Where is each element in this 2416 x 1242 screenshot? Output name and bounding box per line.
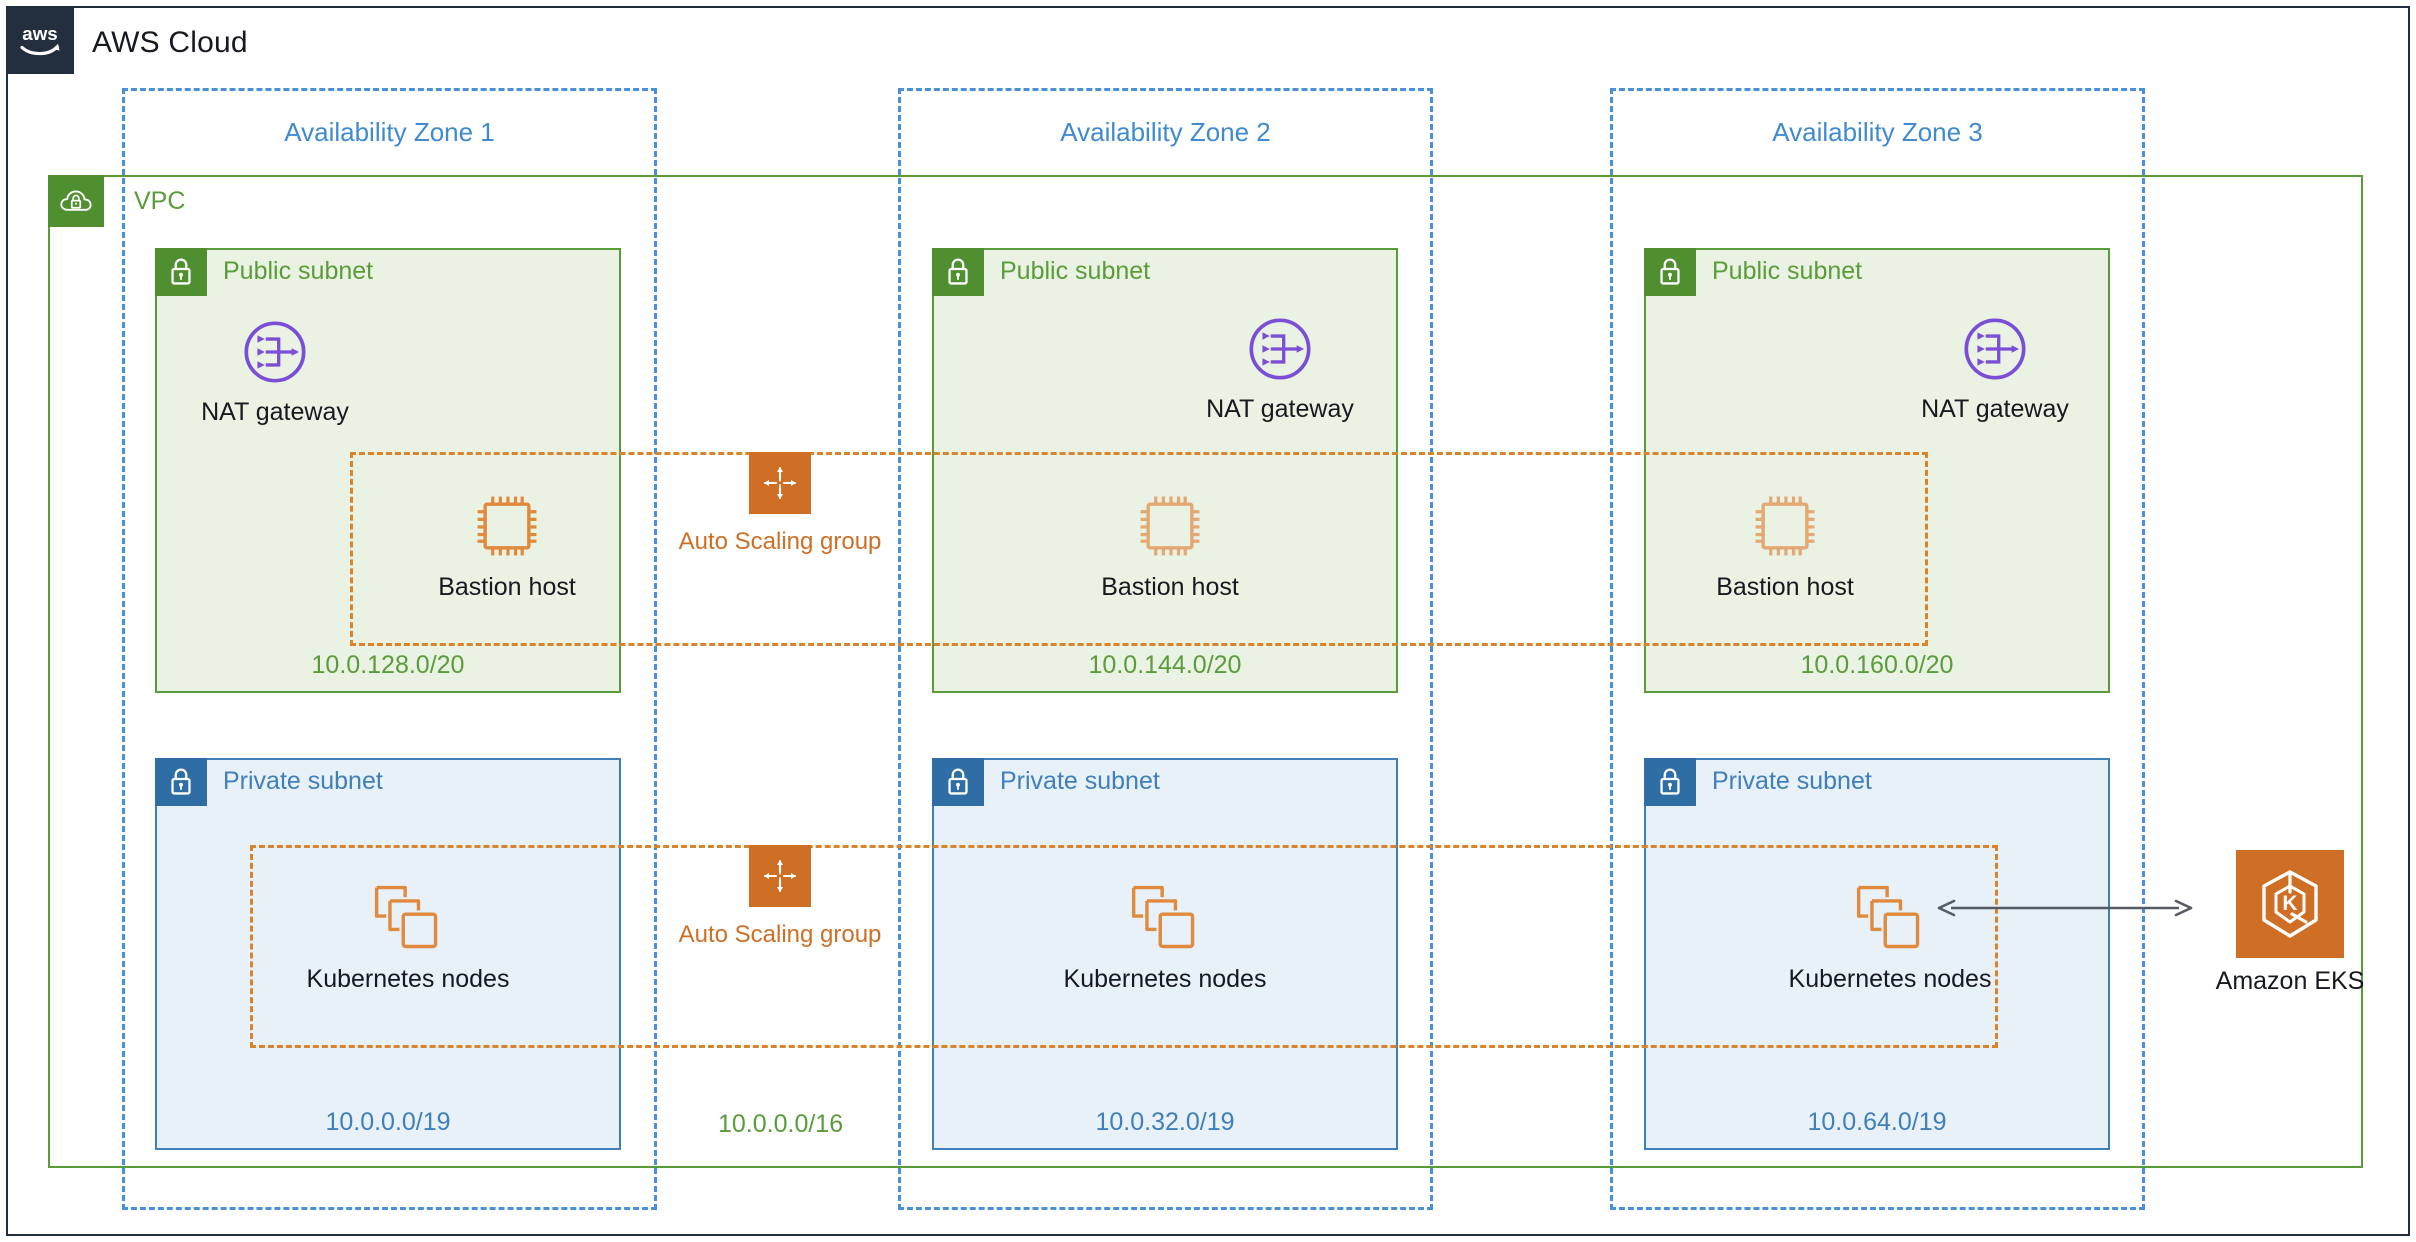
instances-stack-icon bbox=[278, 880, 538, 956]
kubernetes-nodes-az2-label: Kubernetes nodes bbox=[1063, 965, 1267, 993]
private-subnet-az3-body bbox=[1644, 758, 2110, 1150]
lock-icon bbox=[155, 248, 207, 296]
nat-gateway-az2: NAT gateway bbox=[1185, 312, 1375, 424]
vpc-title: VPC bbox=[134, 187, 186, 215]
lock-icon bbox=[932, 758, 984, 806]
bastion-host-az1: Bastion host bbox=[412, 488, 602, 602]
private-subnet-az2: Private subnet 10.0.32.0/19 bbox=[932, 758, 1398, 1150]
amazon-eks: K Amazon EKS bbox=[2190, 850, 2390, 996]
lock-icon bbox=[1644, 758, 1696, 806]
vpc-cidr-label: 10.0.0.0/16 bbox=[718, 1110, 844, 1138]
eks-to-kubernetes-nodes-arrow bbox=[1935, 888, 2195, 928]
lock-icon bbox=[155, 758, 207, 806]
bastion-host-az1-label: Bastion host bbox=[438, 573, 576, 601]
amazon-eks-label: Amazon EKS bbox=[2215, 967, 2365, 995]
availability-zone-2: Availability Zone 2 bbox=[898, 88, 1433, 1210]
availability-zone-2-label: Availability Zone 2 bbox=[1060, 117, 1271, 147]
private-subnet-az3: Private subnet 10.0.64.0/19 bbox=[1644, 758, 2110, 1150]
public-subnet-az1-cidr: 10.0.128.0/20 bbox=[311, 651, 465, 679]
availability-zone-3: Availability Zone 3 bbox=[1610, 88, 2145, 1210]
private-subnet-az2-cidr: 10.0.32.0/19 bbox=[1095, 1108, 1235, 1136]
amazon-eks-icon-wrap: K bbox=[2190, 850, 2390, 958]
availability-zone-3-label: Availability Zone 3 bbox=[1772, 117, 1983, 147]
nat-gateway-az2-label: NAT gateway bbox=[1206, 395, 1354, 423]
aws-cloud-boundary bbox=[6, 6, 2410, 1236]
svg-text:aws: aws bbox=[22, 23, 57, 44]
kubernetes-nodes-az2: Kubernetes nodes bbox=[1035, 880, 1295, 994]
kubernetes-nodes-az1: Kubernetes nodes bbox=[278, 880, 538, 994]
public-subnet-az1-body bbox=[155, 248, 621, 693]
nat-gateway-az3-label: NAT gateway bbox=[1921, 395, 2069, 423]
kubernetes-nodes-az3-label: Kubernetes nodes bbox=[1788, 965, 1992, 993]
public-subnet-az3-title: Public subnet bbox=[1712, 257, 1863, 285]
vpc-boundary bbox=[48, 175, 2363, 1168]
private-subnet-az3-title: Private subnet bbox=[1712, 767, 1872, 795]
nat-gateway-icon bbox=[1185, 312, 1375, 386]
auto-scaling-group-public-label: Auto Scaling group bbox=[678, 528, 882, 555]
nat-gateway-icon bbox=[1900, 312, 2090, 386]
public-subnet-az3: Public subnet 10.0.160.0/20 bbox=[1644, 248, 2110, 693]
public-subnet-az1: Public subnet 10.0.128.0/20 bbox=[155, 248, 621, 693]
instances-stack-icon bbox=[1035, 880, 1295, 956]
auto-scaling-group-private-boundary bbox=[250, 845, 1998, 1048]
bastion-host-az2-label: Bastion host bbox=[1101, 573, 1239, 601]
nat-gateway-icon bbox=[180, 315, 370, 389]
lock-icon bbox=[1644, 248, 1696, 296]
public-subnet-az3-body bbox=[1644, 248, 2110, 693]
private-subnet-az3-cidr: 10.0.64.0/19 bbox=[1807, 1108, 1947, 1136]
auto-scaling-icon bbox=[749, 845, 811, 907]
auto-scaling-icon bbox=[749, 452, 811, 514]
auto-scaling-group-public-boundary bbox=[350, 452, 1928, 646]
vpc-cloud-lock-icon bbox=[48, 175, 104, 227]
private-subnet-az2-body bbox=[932, 758, 1398, 1150]
nat-gateway-az1-label: NAT gateway bbox=[201, 398, 349, 426]
private-subnet-az1-cidr: 10.0.0.0/19 bbox=[325, 1108, 451, 1136]
public-subnet-az2-body bbox=[932, 248, 1398, 693]
private-subnet-az2-title: Private subnet bbox=[1000, 767, 1160, 795]
public-subnet-az1-title: Public subnet bbox=[223, 257, 374, 285]
private-subnet-az1-body bbox=[155, 758, 621, 1150]
private-subnet-az1-title: Private subnet bbox=[223, 767, 383, 795]
bastion-host-az3: Bastion host bbox=[1690, 488, 1880, 602]
public-subnet-az3-cidr: 10.0.160.0/20 bbox=[1800, 651, 1954, 679]
ec2-instance-icon bbox=[1690, 488, 1880, 564]
lock-icon bbox=[932, 248, 984, 296]
public-subnet-az2-cidr: 10.0.144.0/20 bbox=[1088, 651, 1242, 679]
nat-gateway-az1: NAT gateway bbox=[180, 315, 370, 427]
aws-logo-icon: aws bbox=[6, 6, 74, 74]
kubernetes-nodes-az3: Kubernetes nodes bbox=[1760, 880, 2020, 994]
aws-cloud-title: AWS Cloud bbox=[92, 26, 248, 59]
nat-gateway-az3: NAT gateway bbox=[1900, 312, 2090, 424]
availability-zone-1: Availability Zone 1 bbox=[122, 88, 657, 1210]
private-subnet-az1: Private subnet 10.0.0.0/19 bbox=[155, 758, 621, 1150]
amazon-eks-icon: K bbox=[2236, 850, 2344, 958]
availability-zone-1-label: Availability Zone 1 bbox=[284, 117, 495, 147]
bastion-host-az2: Bastion host bbox=[1075, 488, 1265, 602]
kubernetes-nodes-az1-label: Kubernetes nodes bbox=[306, 965, 510, 993]
ec2-instance-icon bbox=[412, 488, 602, 564]
bastion-host-az3-label: Bastion host bbox=[1716, 573, 1854, 601]
public-subnet-az2: Public subnet 10.0.144.0/20 bbox=[932, 248, 1398, 693]
instances-stack-icon bbox=[1760, 880, 2020, 956]
svg-text:K: K bbox=[2282, 892, 2297, 915]
auto-scaling-group-private-label: Auto Scaling group bbox=[678, 921, 882, 948]
ec2-instance-icon bbox=[1075, 488, 1265, 564]
public-subnet-az2-title: Public subnet bbox=[1000, 257, 1151, 285]
